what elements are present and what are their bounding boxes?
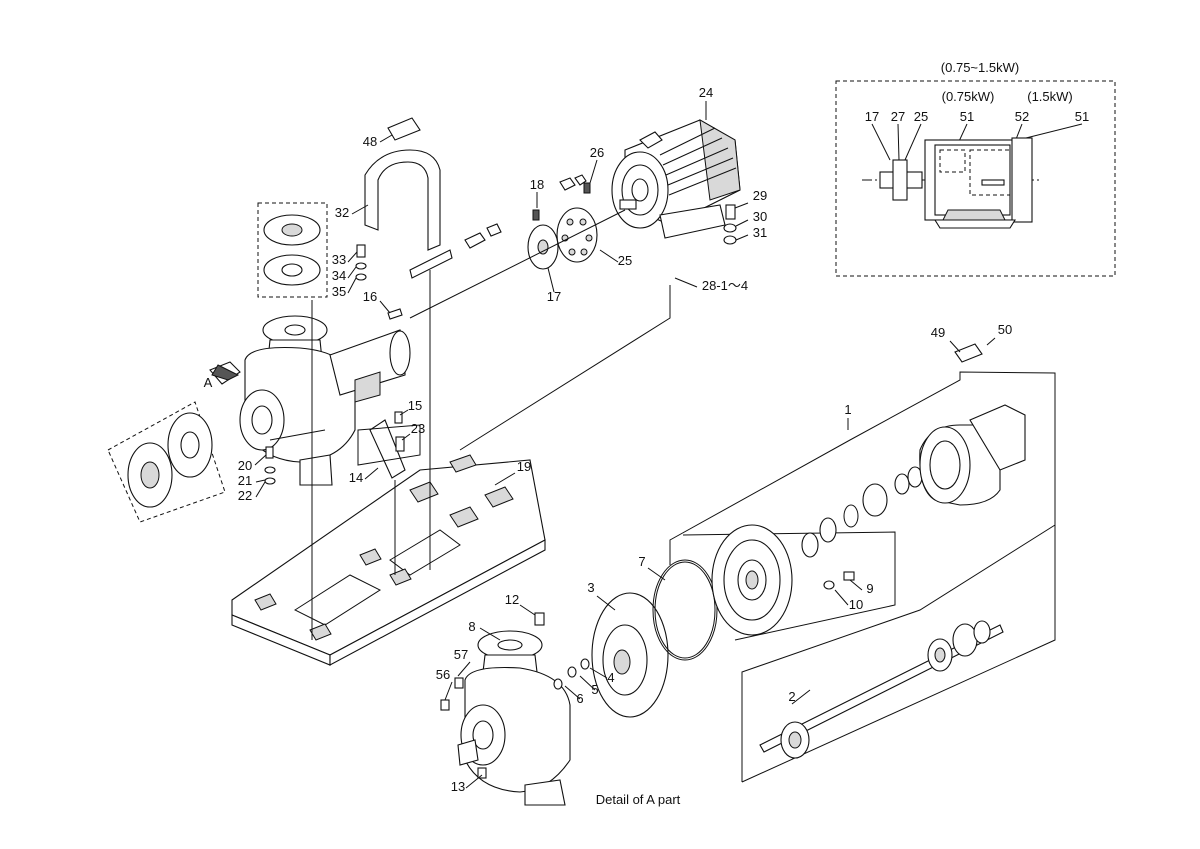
- motor-bolts: [464, 204, 737, 249]
- callout-56: 56: [436, 667, 450, 682]
- callout-50: 50: [998, 322, 1012, 337]
- base-plate: [231, 454, 546, 666]
- callout-4: 4: [607, 670, 614, 685]
- callout-3: 3: [587, 580, 594, 595]
- bearing-housing-group: [669, 343, 1056, 783]
- callout-22: 22: [238, 488, 252, 503]
- callout-1: 1: [844, 402, 851, 417]
- inset-label-25: 25: [914, 109, 928, 124]
- coupling-half-25: [556, 207, 598, 263]
- callout-30: 30: [753, 209, 767, 224]
- casing-cover-group: [682, 466, 923, 641]
- gasket-7: [652, 559, 718, 661]
- inset-title: (0.75~1.5kW): [941, 60, 1019, 75]
- callout-34: 34: [332, 268, 346, 283]
- callout-17: 17: [547, 289, 561, 304]
- view-marker-a: A: [204, 375, 213, 390]
- nameplate-49: [954, 343, 983, 363]
- callout-labels: 1 2 3 4 5 6 7 8 9 10 12 13 14 15 16 17 1…: [238, 85, 1012, 794]
- callout-8: 8: [468, 619, 475, 634]
- callout-15: 15: [408, 398, 422, 413]
- callout-57: 57: [454, 647, 468, 662]
- callout-24: 24: [699, 85, 713, 100]
- callout-14: 14: [349, 470, 363, 485]
- inset-label-27: 27: [891, 109, 905, 124]
- callout-33: 33: [332, 252, 346, 267]
- pump-assembly-top: [209, 315, 411, 486]
- motor: [611, 119, 741, 239]
- callout-48: 48: [363, 134, 377, 149]
- detail-a-pump: [440, 612, 590, 806]
- callout-23: 23: [411, 421, 425, 436]
- inset-label-52: 52: [1015, 109, 1029, 124]
- callout-32: 32: [335, 205, 349, 220]
- inset-label-51-left: 51: [960, 109, 974, 124]
- guide-lines: [269, 209, 671, 640]
- callout-7: 7: [638, 554, 645, 569]
- inset-detail: (0.75~1.5kW) (0.75kW) (1.5kW) 17 27 25 5…: [835, 60, 1116, 277]
- pin-18: [532, 209, 540, 221]
- callout-18: 18: [530, 177, 544, 192]
- inset-subtitle-15: (1.5kW): [1027, 89, 1073, 104]
- inset-border: [835, 80, 1116, 277]
- callout-49: 49: [931, 325, 945, 340]
- callout-2: 2: [788, 689, 795, 704]
- callout-29: 29: [753, 188, 767, 203]
- callout-10: 10: [849, 597, 863, 612]
- key-16: [387, 308, 403, 320]
- callout-25: 25: [618, 253, 632, 268]
- bracket-and-bolts: [264, 411, 406, 485]
- caption-detail-a: Detail of A part: [596, 792, 681, 807]
- inset-motor-side-view: [862, 137, 1040, 229]
- coupling-guard: [364, 117, 453, 279]
- impeller-and-gasket: [591, 559, 718, 718]
- callout-21: 21: [238, 473, 252, 488]
- callout-13: 13: [451, 779, 465, 794]
- side-flange-set: [107, 401, 226, 523]
- callout-28: 28-1～4: [702, 278, 748, 293]
- callout-35: 35: [332, 284, 346, 299]
- pin-26: [583, 182, 591, 194]
- callout-12: 12: [505, 592, 519, 607]
- callout-16: 16: [363, 289, 377, 304]
- inset-label-51-right: 51: [1075, 109, 1089, 124]
- upper-flange-set: [257, 202, 367, 298]
- inset-subtitle-075: (0.75kW): [942, 89, 995, 104]
- inset-label-17: 17: [865, 109, 879, 124]
- callout-31: 31: [753, 225, 767, 240]
- callout-19: 19: [517, 459, 531, 474]
- callout-26: 26: [590, 145, 604, 160]
- callout-9: 9: [866, 581, 873, 596]
- callout-20: 20: [238, 458, 252, 473]
- coupling: [527, 174, 598, 270]
